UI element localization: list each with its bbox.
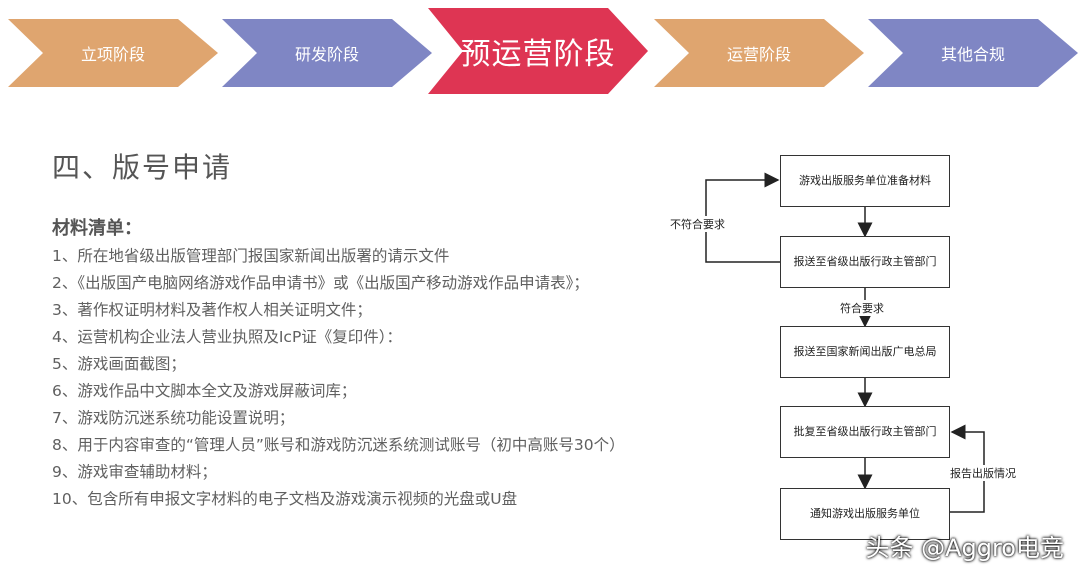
flow-step-provincial-submit: 报送至省级出版行政主管部门 bbox=[780, 236, 950, 288]
stage-operation[interactable]: 运营阶段 bbox=[654, 19, 864, 87]
list-item: 9、游戏审查辅助材料； bbox=[52, 463, 217, 481]
materials-heading: 材料清单： bbox=[52, 218, 142, 239]
flow-step-national-submit: 报送至国家新闻出版广电总局 bbox=[780, 326, 950, 378]
section-title: 四、版号申请 bbox=[52, 151, 233, 184]
list-item: 5、游戏画面截图； bbox=[52, 355, 186, 373]
list-item: 10、包含所有申报文字材料的电子文档及游戏演示视频的光盘或U盘 bbox=[52, 490, 518, 508]
list-item: 1、所在地省级出版管理部门报国家新闻出版署的请示文件 bbox=[52, 247, 450, 265]
materials-list: 1、所在地省级出版管理部门报国家新闻出版署的请示文件 2、《出版国产电脑网络游戏… bbox=[52, 243, 632, 513]
approval-flowchart: 游戏出版服务单位准备材料 报送至省级出版行政主管部门 报送至国家新闻出版广电总局… bbox=[650, 150, 1070, 560]
reject-label: 不符合要求 bbox=[670, 216, 725, 232]
flow-step-notify: 通知游戏出版服务单位 bbox=[780, 488, 950, 540]
stage-project[interactable]: 立项阶段 bbox=[8, 19, 218, 87]
stage-label: 其他合规 bbox=[940, 45, 1005, 64]
stage-label: 预运营阶段 bbox=[460, 37, 616, 72]
flow-step-prepare: 游戏出版服务单位准备材料 bbox=[780, 155, 950, 207]
stage-arrow-icon bbox=[868, 19, 1078, 87]
stage-label: 研发阶段 bbox=[294, 45, 359, 64]
list-item: 8、用于内容审查的“管理人员”账号和游戏防沉迷系统测试账号（初中高账号30个） bbox=[52, 436, 625, 454]
accept-label: 符合要求 bbox=[840, 300, 884, 316]
flow-step-provincial-reply: 批复至省级出版行政主管部门 bbox=[780, 406, 950, 458]
stage-navigation: 立项阶段 研发阶段 预运营阶段 运营阶段 其他合规 bbox=[0, 0, 1080, 100]
list-item: 3、著作权证明材料及著作权人相关证明文件； bbox=[52, 301, 372, 319]
stage-arrow-icon bbox=[222, 19, 432, 87]
list-item: 4、运营机构企业法人营业执照及IcP证《复印件）： bbox=[52, 328, 403, 346]
list-item: 7、游戏防沉迷系统功能设置说明； bbox=[52, 409, 295, 427]
stage-pre-operation[interactable]: 预运营阶段 bbox=[428, 8, 648, 94]
stage-arrow-icon bbox=[8, 19, 218, 87]
stage-other-compliance[interactable]: 其他合规 bbox=[868, 19, 1078, 87]
list-item: 2、《出版国产电脑网络游戏作品申请书》或《出版国产移动游戏作品申请表》； bbox=[52, 274, 589, 292]
stage-development[interactable]: 研发阶段 bbox=[222, 19, 432, 87]
stage-arrow-icon bbox=[654, 19, 864, 87]
stage-label: 运营阶段 bbox=[726, 45, 791, 64]
report-label: 报告出版情况 bbox=[950, 465, 1016, 481]
stage-arrow-icon bbox=[428, 8, 648, 94]
watermark: 头条 @Aggro电竞 bbox=[865, 534, 1064, 562]
list-item: 6、游戏作品中文脚本全文及游戏屏蔽词库； bbox=[52, 382, 357, 400]
stage-label: 立项阶段 bbox=[80, 45, 145, 64]
